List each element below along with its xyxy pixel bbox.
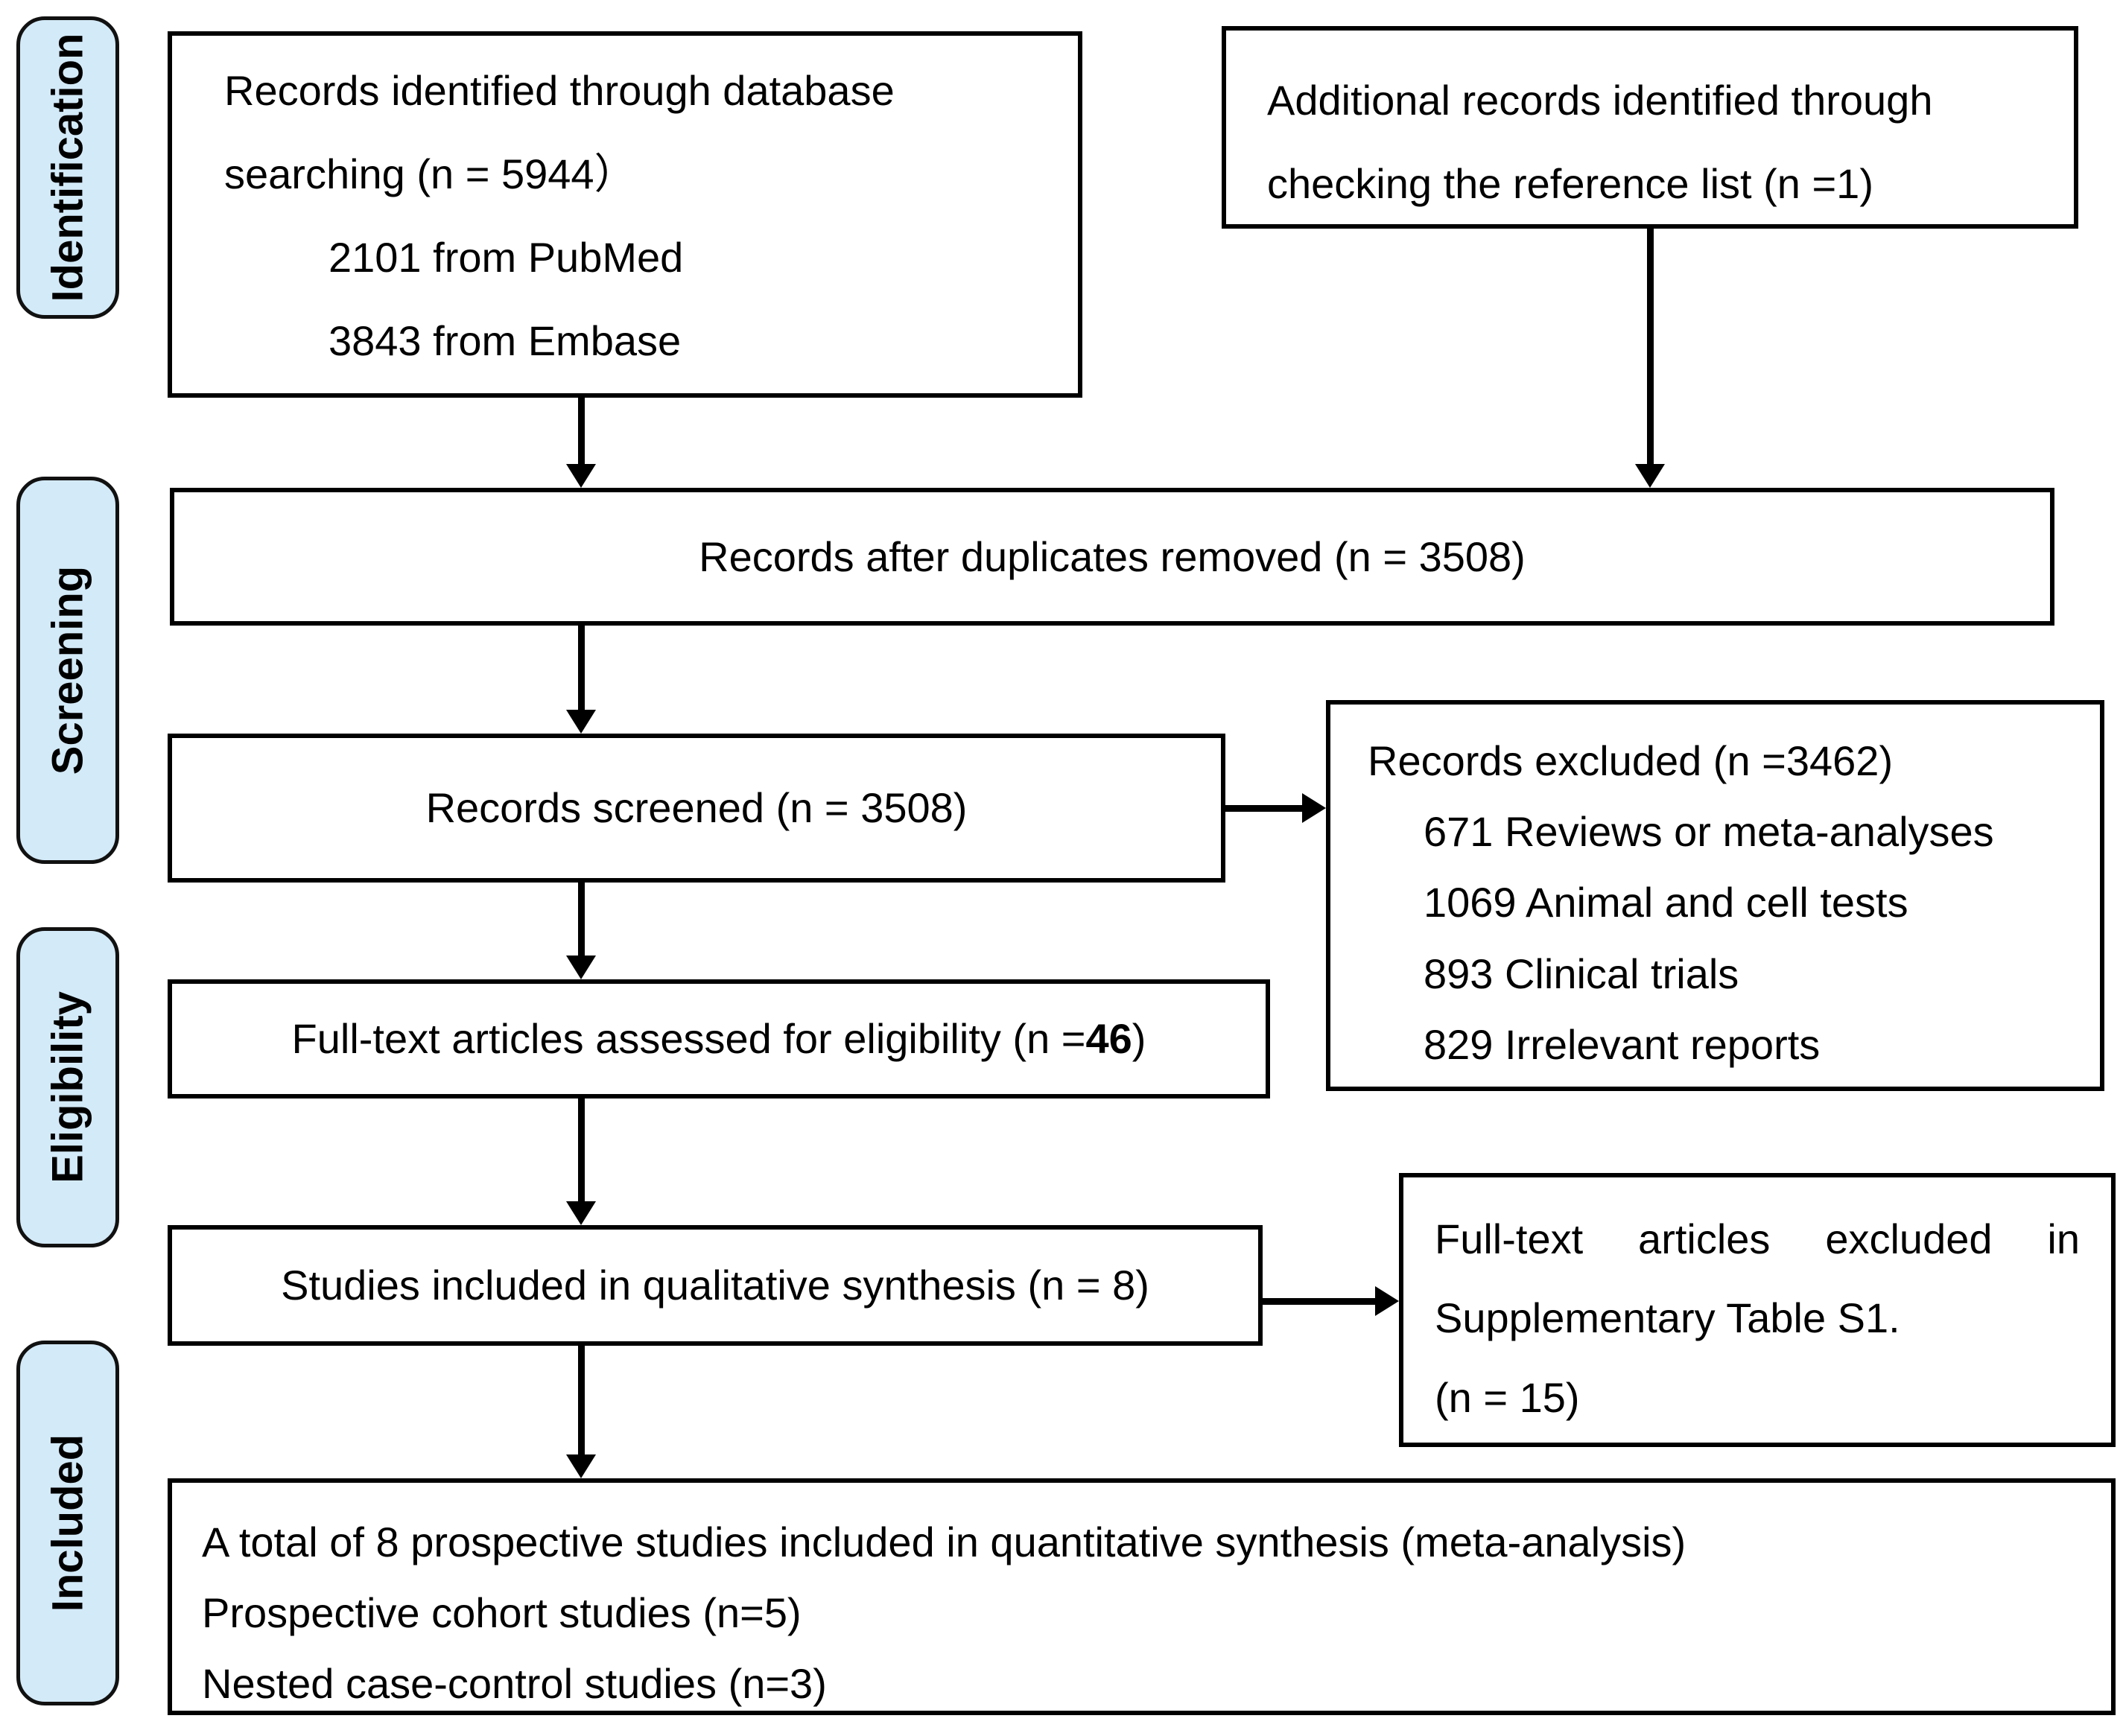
fulltext-assessed-prefix: Full-text articles assessed for eligibil… — [291, 1015, 1086, 1063]
stage-label-eligibility-text: Eligibility — [43, 991, 92, 1183]
stage-label-identification-text: Identification — [43, 33, 92, 302]
fulltext-assessed-suffix: ) — [1132, 1015, 1146, 1063]
records-identified-embase: 3843 from Embase — [329, 317, 682, 364]
arrow-db-to-duplicates-shaft — [578, 398, 585, 465]
arrow-qualitative-to-quantitative-shaft — [578, 1346, 585, 1456]
arrow-screened-to-excluded-shaft — [1225, 805, 1304, 812]
box-fulltext-excluded: Full-text articles excluded in Supplemen… — [1399, 1173, 2116, 1447]
arrow-screened-to-fulltext-shaft — [578, 883, 585, 957]
additional-records-line1: Additional records identified through — [1267, 77, 1933, 124]
stage-label-screening-text: Screening — [43, 565, 92, 775]
records-excluded-item-reviews: 671 Reviews or meta-analyses — [1424, 808, 1994, 856]
arrow-ref-to-duplicates-head — [1635, 464, 1665, 488]
arrow-qualitative-to-quantitative-head — [566, 1454, 596, 1478]
arrow-screened-to-excluded-head — [1302, 793, 1326, 823]
stage-label-identification: Identification — [16, 16, 119, 319]
quantitative-synthesis-line3: Nested case-control studies (n=3) — [202, 1660, 827, 1708]
stage-label-eligibility: Eligibility — [16, 927, 119, 1247]
box-quantitative-synthesis: A total of 8 prospective studies include… — [168, 1478, 2116, 1715]
records-excluded-title: Records excluded (n =3462) — [1368, 737, 1894, 784]
records-screened-text: Records screened (n = 3508) — [425, 784, 968, 832]
arrow-screened-to-fulltext-head — [566, 956, 596, 979]
records-identified-pubmed: 2101 from PubMed — [329, 234, 684, 281]
quantitative-synthesis-line1: A total of 8 prospective studies include… — [202, 1519, 1686, 1565]
arrow-ref-to-duplicates-shaft — [1647, 229, 1654, 465]
box-records-identified: Records identified through database sear… — [168, 31, 1082, 398]
arrow-fulltext-to-qualitative-head — [566, 1201, 596, 1225]
fulltext-excluded-line3: (n = 15) — [1435, 1373, 1580, 1421]
box-duplicates-removed: Records after duplicates removed (n = 35… — [170, 488, 2054, 626]
fulltext-assessed-n: 46 — [1085, 1015, 1132, 1063]
arrow-db-to-duplicates-head — [566, 464, 596, 488]
records-excluded-item-animal: 1069 Animal and cell tests — [1424, 879, 1908, 926]
qualitative-synthesis-text: Studies included in qualitative synthesi… — [281, 1262, 1149, 1309]
fulltext-excluded-line2: Supplementary Table S1. — [1435, 1294, 1900, 1342]
arrow-duplicates-to-screened-shaft — [578, 626, 585, 711]
box-fulltext-assessed: Full-text articles assessed for eligibil… — [168, 979, 1270, 1098]
arrow-duplicates-to-screened-head — [566, 710, 596, 734]
additional-records-line2: checking the reference list (n =1) — [1267, 160, 1873, 207]
stage-label-screening: Screening — [16, 477, 119, 864]
records-excluded-item-irrelevant: 829 Irrelevant reports — [1424, 1020, 1821, 1068]
records-excluded-item-clinical: 893 Clinical trials — [1424, 950, 1739, 997]
arrow-qualitative-to-excluded-shaft — [1263, 1298, 1377, 1305]
duplicates-removed-text: Records after duplicates removed (n = 35… — [699, 532, 1526, 580]
stage-label-included-text: Included — [43, 1434, 92, 1612]
records-identified-line2: searching (n = 5944） — [224, 150, 636, 197]
arrow-qualitative-to-excluded-head — [1375, 1286, 1399, 1316]
box-qualitative-synthesis: Studies included in qualitative synthesi… — [168, 1225, 1263, 1346]
box-records-excluded: Records excluded (n =3462) 671 Reviews o… — [1326, 700, 2104, 1091]
fulltext-excluded-line1: Full-text articles excluded in — [1435, 1215, 2080, 1262]
stage-label-included: Included — [16, 1341, 119, 1705]
box-additional-records: Additional records identified through ch… — [1222, 26, 2078, 229]
box-records-screened: Records screened (n = 3508) — [168, 734, 1225, 883]
quantitative-synthesis-line2: Prospective cohort studies (n=5) — [202, 1589, 802, 1637]
records-identified-line1: Records identified through database — [224, 67, 895, 114]
arrow-fulltext-to-qualitative-shaft — [578, 1098, 585, 1203]
